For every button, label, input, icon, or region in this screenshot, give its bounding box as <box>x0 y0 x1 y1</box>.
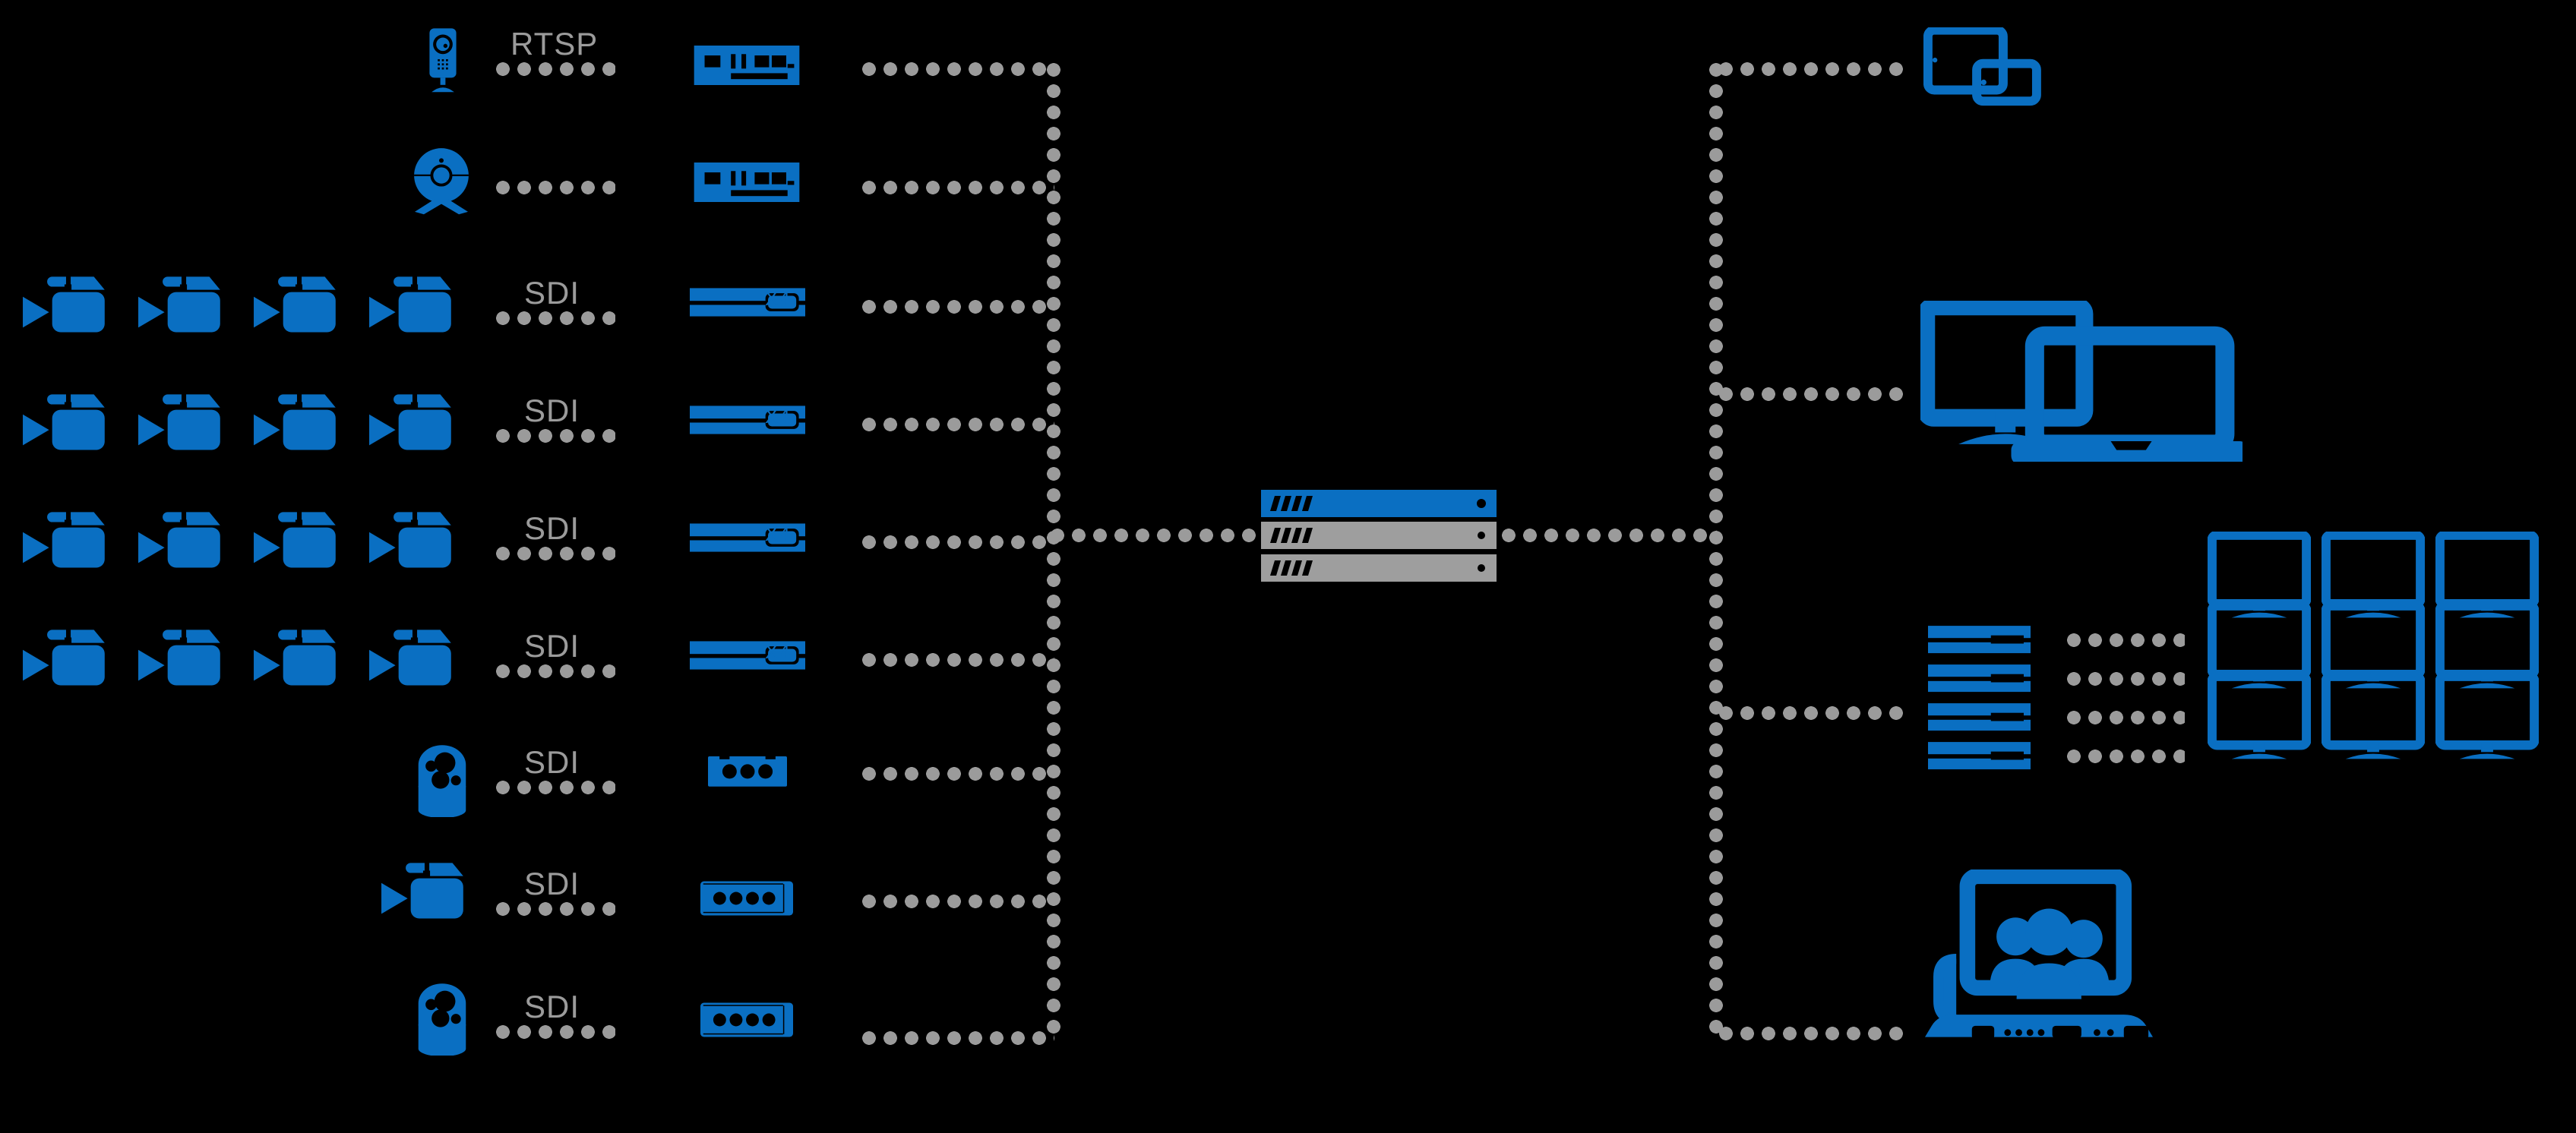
protocol-label-4: SDI <box>524 393 580 428</box>
camcorder-icon[interactable] <box>21 391 114 461</box>
decoder-wall-link-2 <box>2063 672 2185 686</box>
encoder-link-8 <box>858 895 1054 908</box>
rack-encoder-2[interactable] <box>694 163 800 202</box>
decoder-wall-link-4 <box>2063 750 2185 763</box>
ptz-dome-camera-icon[interactable] <box>412 743 473 817</box>
decoder-unit-icon[interactable] <box>1928 664 2031 693</box>
encoder-link-1 <box>858 62 1054 76</box>
port-encoder-9[interactable] <box>700 1002 793 1037</box>
encoder-link-7 <box>858 767 1054 781</box>
camcorder-icon[interactable] <box>137 626 229 696</box>
server-rack[interactable] <box>1261 490 1498 585</box>
source-link-8 <box>492 902 615 916</box>
camcorder-icon[interactable] <box>380 860 473 929</box>
source-link-6 <box>492 664 615 678</box>
port-encoder-7[interactable] <box>708 753 787 787</box>
encoder-link-2 <box>858 181 1054 194</box>
encoder-link-6 <box>858 653 1054 667</box>
source-link-7 <box>492 781 615 794</box>
core-input-link <box>1047 529 1267 542</box>
camcorder-icon[interactable] <box>368 626 460 696</box>
protocol-label-3: SDI <box>524 275 580 311</box>
encoder-badge-3: X4 <box>765 287 791 310</box>
encoder-badge-4: X4 <box>765 405 791 428</box>
rack-unit-2 <box>1261 522 1497 549</box>
source-link-4 <box>492 429 615 443</box>
protocol-label-5: SDI <box>524 510 580 546</box>
camcorder-icon[interactable] <box>21 509 114 579</box>
source-link-3 <box>492 311 615 325</box>
encoder-link-5 <box>858 535 1054 549</box>
encoder-badge-6: X4 <box>765 640 791 663</box>
camcorder-icon[interactable] <box>137 391 229 461</box>
protocol-label-6: SDI <box>524 628 580 664</box>
encoder-link-3 <box>858 300 1054 314</box>
left-trunk-line <box>1047 59 1060 1039</box>
video-conference-icon[interactable] <box>1922 869 2156 1059</box>
camcorder-icon[interactable] <box>252 391 345 461</box>
camcorder-icon[interactable] <box>21 273 114 343</box>
protocol-label-8: SDI <box>524 866 580 901</box>
output-link-1 <box>1715 62 1907 76</box>
output-link-2 <box>1715 387 1907 401</box>
core-output-link <box>1498 529 1717 542</box>
camcorder-icon[interactable] <box>368 273 460 343</box>
camcorder-icon[interactable] <box>137 509 229 579</box>
encoder-badge-5: X4 <box>765 522 791 545</box>
protocol-label-9: SDI <box>524 989 580 1024</box>
source-link-2 <box>492 181 615 194</box>
port-encoder-8[interactable] <box>700 881 793 916</box>
monitor-icon <box>2212 677 2307 759</box>
webcam-icon[interactable] <box>406 144 477 216</box>
tablet-and-phone-icon[interactable] <box>1923 27 2048 111</box>
camcorder-icon[interactable] <box>368 391 460 461</box>
decoder-unit-icon[interactable] <box>1928 703 2031 732</box>
camcorder-icon[interactable] <box>252 273 345 343</box>
rack-encoder-1[interactable] <box>694 46 800 85</box>
right-trunk-line <box>1709 59 1723 1039</box>
ptz-dome-camera-icon[interactable] <box>412 981 473 1056</box>
protocol-label-1: RTSP <box>510 26 599 62</box>
decoder-wall-link-3 <box>2063 711 2185 724</box>
encoder-link-9 <box>858 1031 1054 1045</box>
source-link-9 <box>492 1025 615 1039</box>
decoder-wall-link-1 <box>2063 633 2185 647</box>
monitor-icon <box>2440 677 2535 759</box>
output-link-4 <box>1715 1027 1907 1040</box>
ip-camera-icon[interactable] <box>417 27 469 94</box>
protocol-label-7: SDI <box>524 744 580 780</box>
camcorder-icon[interactable] <box>137 273 229 343</box>
camcorder-icon[interactable] <box>252 509 345 579</box>
encoder-link-4 <box>858 418 1054 431</box>
decoder-unit-icon[interactable] <box>1928 742 2031 771</box>
camcorder-icon[interactable] <box>21 626 114 696</box>
camcorder-icon[interactable] <box>368 509 460 579</box>
camcorder-icon[interactable] <box>252 626 345 696</box>
rack-unit-3 <box>1261 554 1497 582</box>
monitor-and-laptop-icon[interactable] <box>1920 301 2243 462</box>
monitor-icon <box>2326 677 2421 759</box>
source-link-5 <box>492 547 615 560</box>
decoder-unit-icon[interactable] <box>1928 626 2031 655</box>
video-wall[interactable] <box>2208 532 2542 767</box>
server-rack-svg <box>1261 490 1497 582</box>
rack-unit-1 <box>1261 490 1497 517</box>
source-link-1 <box>492 62 615 76</box>
output-link-3 <box>1715 706 1907 720</box>
